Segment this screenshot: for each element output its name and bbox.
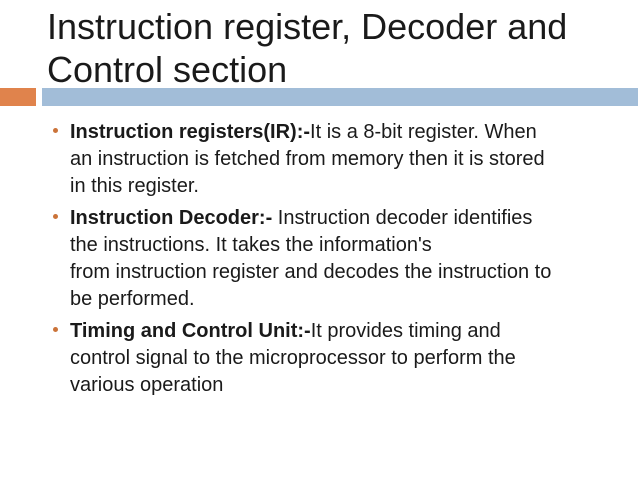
bullet-line: various operation	[70, 374, 224, 396]
slide-body: Instruction registers(IR):-It is a 8-bit…	[53, 119, 618, 404]
bullet-text: Instruction decoder identifies	[277, 207, 533, 229]
bullet-line: the instructions. It takes the informati…	[70, 234, 432, 256]
slide-title-line-2: Control section	[47, 49, 288, 90]
slide-title: Instruction register, Decoder and Contro…	[47, 5, 567, 91]
bullet-line: Instruction registers(IR):-It is a 8-bit…	[70, 119, 618, 146]
bullet-item-instruction-registers: Instruction registers(IR):-It is a 8-bit…	[53, 119, 618, 200]
bullet-line: control signal to the microprocessor to …	[70, 347, 516, 369]
bullet-term: Instruction registers(IR):-	[70, 121, 311, 143]
bullet-line: in this register.	[70, 175, 199, 197]
bullet-text: It provides timing and	[310, 320, 501, 342]
bullet-term: Instruction Decoder:-	[70, 207, 278, 229]
bullet-line: Timing and Control Unit:-It provides tim…	[70, 318, 618, 345]
bullet-line: be performed.	[70, 288, 195, 310]
bullet-item-instruction-decoder: Instruction Decoder:- Instruction decode…	[53, 205, 618, 313]
bullet-line: from instruction register and decodes th…	[70, 261, 552, 283]
bullet-line: an instruction is fetched from memory th…	[70, 148, 545, 170]
divider-orange-block	[0, 88, 36, 106]
bullet-dot-icon	[53, 214, 58, 219]
divider-blue-bar	[42, 88, 638, 106]
bullet-dot-icon	[53, 327, 58, 332]
bullet-item-timing-control-unit: Timing and Control Unit:-It provides tim…	[53, 318, 618, 399]
bullet-text: It is a 8-bit register. When	[310, 121, 537, 143]
slide-title-line-1: Instruction register, Decoder and	[47, 6, 568, 47]
bullet-line: Instruction Decoder:- Instruction decode…	[70, 205, 618, 232]
bullet-term: Timing and Control Unit:-	[70, 320, 311, 342]
bullet-dot-icon	[53, 128, 58, 133]
